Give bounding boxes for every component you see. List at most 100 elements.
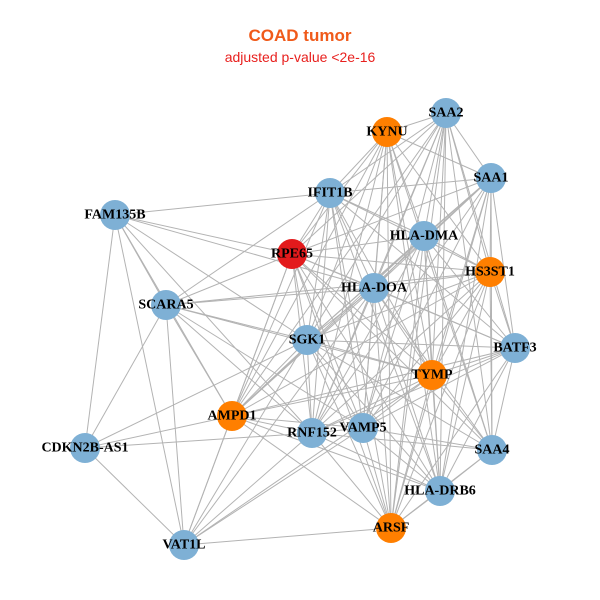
- node-circle: [169, 530, 199, 560]
- edge-RPE65-TYMP: [291, 253, 433, 376]
- edge-CDKN2B-AS1-VAT1L: [84, 447, 185, 546]
- edge-TYMP-AMPD1: [231, 374, 433, 417]
- node-label: HLA-DOA: [341, 281, 408, 296]
- node-circle: [70, 433, 100, 463]
- edge-FAM135B-RPE65: [114, 214, 293, 255]
- edge-SGK1-AMPD1: [231, 339, 308, 417]
- edge-HS3ST1-VAMP5: [362, 271, 491, 429]
- node-SGK1: SGK1: [289, 325, 326, 355]
- edge-KYNU-RNF152: [311, 131, 388, 434]
- edge-AMPD1-VAT1L: [183, 415, 233, 546]
- edge-AMPD1-CDKN2B-AS1: [84, 415, 233, 449]
- node-circle: [431, 98, 461, 128]
- edge-BATF3-SAA4: [491, 347, 516, 451]
- node-label: SAA2: [428, 106, 463, 121]
- edge-SAA2-RPE65: [291, 112, 447, 255]
- edge-KYNU-AMPD1: [231, 131, 388, 417]
- edge-SGK1-ARSF: [306, 339, 392, 529]
- edge-HS3ST1-ARSF: [390, 271, 491, 529]
- node-SAA1: SAA1: [473, 163, 509, 193]
- edge-SGK1-SAA4: [306, 339, 493, 451]
- edge-HLA-DOA-ARSF: [373, 287, 392, 529]
- node-HLA-DRB6: HLA-DRB6: [404, 476, 476, 506]
- edge-IFIT1B-SCARA5: [165, 192, 331, 306]
- edge-SCARA5-VAMP5: [165, 304, 364, 429]
- edge-RPE65-HS3ST1: [291, 253, 491, 273]
- node-circle: [100, 200, 130, 230]
- node-label: SGK1: [289, 333, 326, 348]
- node-label: RPE65: [271, 247, 313, 262]
- node-label: FAM135B: [84, 208, 145, 223]
- node-HLA-DOA: HLA-DOA: [341, 273, 408, 303]
- edge-FAM135B-CDKN2B-AS1: [84, 214, 116, 449]
- edge-HS3ST1-SGK1: [306, 271, 491, 341]
- edge-HLA-DMA-VAMP5: [362, 235, 425, 429]
- edge-AMPD1-ARSF: [231, 415, 392, 529]
- edge-SAA1-ARSF: [390, 177, 492, 529]
- edge-FAM135B-HLA-DOA: [114, 214, 375, 289]
- edge-HLA-DOA-VAT1L: [183, 287, 375, 546]
- node-circle: [151, 290, 181, 320]
- edge-RPE65-SCARA5: [165, 253, 293, 306]
- edge-HS3ST1-HLA-DOA: [373, 271, 491, 289]
- node-SAA4: SAA4: [474, 435, 510, 465]
- edge-SGK1-CDKN2B-AS1: [84, 339, 308, 449]
- node-label: RNF152: [287, 426, 337, 441]
- node-label: VAT1L: [162, 538, 205, 553]
- edge-TYMP-ARSF: [390, 374, 433, 529]
- edge-RNF152-ARSF: [311, 432, 392, 529]
- edge-ARSF-VAT1L: [183, 527, 392, 546]
- edge-KYNU-SAA1: [386, 131, 492, 179]
- node-label: SAA4: [474, 443, 509, 458]
- node-CDKN2B-AS1: CDKN2B-AS1: [41, 433, 129, 463]
- node-SCARA5: SCARA5: [138, 290, 194, 320]
- edge-IFIT1B-HLA-DMA: [329, 192, 425, 237]
- edge-HLA-DMA-AMPD1: [231, 235, 425, 417]
- node-VAT1L: VAT1L: [162, 530, 206, 560]
- edge-RPE65-HLA-DRB6: [291, 253, 441, 492]
- edge-RNF152-VAT1L: [183, 432, 313, 546]
- edge-HLA-DMA-RNF152: [311, 235, 425, 434]
- node-label: SCARA5: [138, 298, 193, 313]
- edge-IFIT1B-VAMP5: [329, 192, 364, 429]
- node-ARSF: ARSF: [373, 513, 410, 543]
- figure-title: COAD tumor: [248, 26, 352, 45]
- edge-HLA-DOA-TYMP: [373, 287, 433, 376]
- node-circle: [500, 333, 530, 363]
- edge-HLA-DOA-RNF152: [311, 287, 375, 434]
- edge-BATF3-HLA-DRB6: [439, 347, 516, 492]
- node-HLA-DMA: HLA-DMA: [390, 221, 459, 251]
- edge-SAA1-IFIT1B: [329, 177, 492, 194]
- edge-SCARA5-AMPD1: [165, 304, 233, 417]
- edge-BATF3-RNF152: [311, 347, 516, 434]
- edge-SAA2-HLA-DMA: [423, 112, 447, 237]
- node-IFIT1B: IFIT1B: [307, 178, 353, 208]
- node-TYMP: TYMP: [411, 360, 453, 390]
- node-HS3ST1: HS3ST1: [465, 257, 515, 287]
- edge-IFIT1B-BATF3: [329, 192, 516, 349]
- node-label: AMPD1: [208, 409, 257, 424]
- node-circle: [348, 413, 378, 443]
- node-circle: [359, 273, 389, 303]
- node-circle: [477, 435, 507, 465]
- figure-subtitle: adjusted p-value <2e-16: [224, 49, 376, 65]
- node-circle: [297, 418, 327, 448]
- edge-TYMP-SAA4: [431, 374, 493, 451]
- edge-SAA2-SAA4: [445, 112, 493, 451]
- node-circle: [292, 325, 322, 355]
- edge-RPE65-ARSF: [291, 253, 392, 529]
- node-label: ARSF: [373, 521, 410, 536]
- node-circle: [475, 257, 505, 287]
- edge-SAA2-SGK1: [306, 112, 447, 341]
- edge-SAA2-BATF3: [445, 112, 516, 349]
- node-label: KYNU: [366, 125, 407, 140]
- node-AMPD1: AMPD1: [208, 401, 257, 431]
- edge-VAMP5-ARSF: [362, 427, 392, 529]
- edge-SCARA5-VAT1L: [165, 304, 185, 546]
- edge-HLA-DMA-RPE65: [291, 235, 425, 255]
- edge-KYNU-HLA-DRB6: [386, 131, 441, 492]
- node-label: HLA-DMA: [390, 229, 459, 244]
- edge-HS3ST1-RNF152: [311, 271, 491, 434]
- edge-SCARA5-RNF152: [165, 304, 313, 434]
